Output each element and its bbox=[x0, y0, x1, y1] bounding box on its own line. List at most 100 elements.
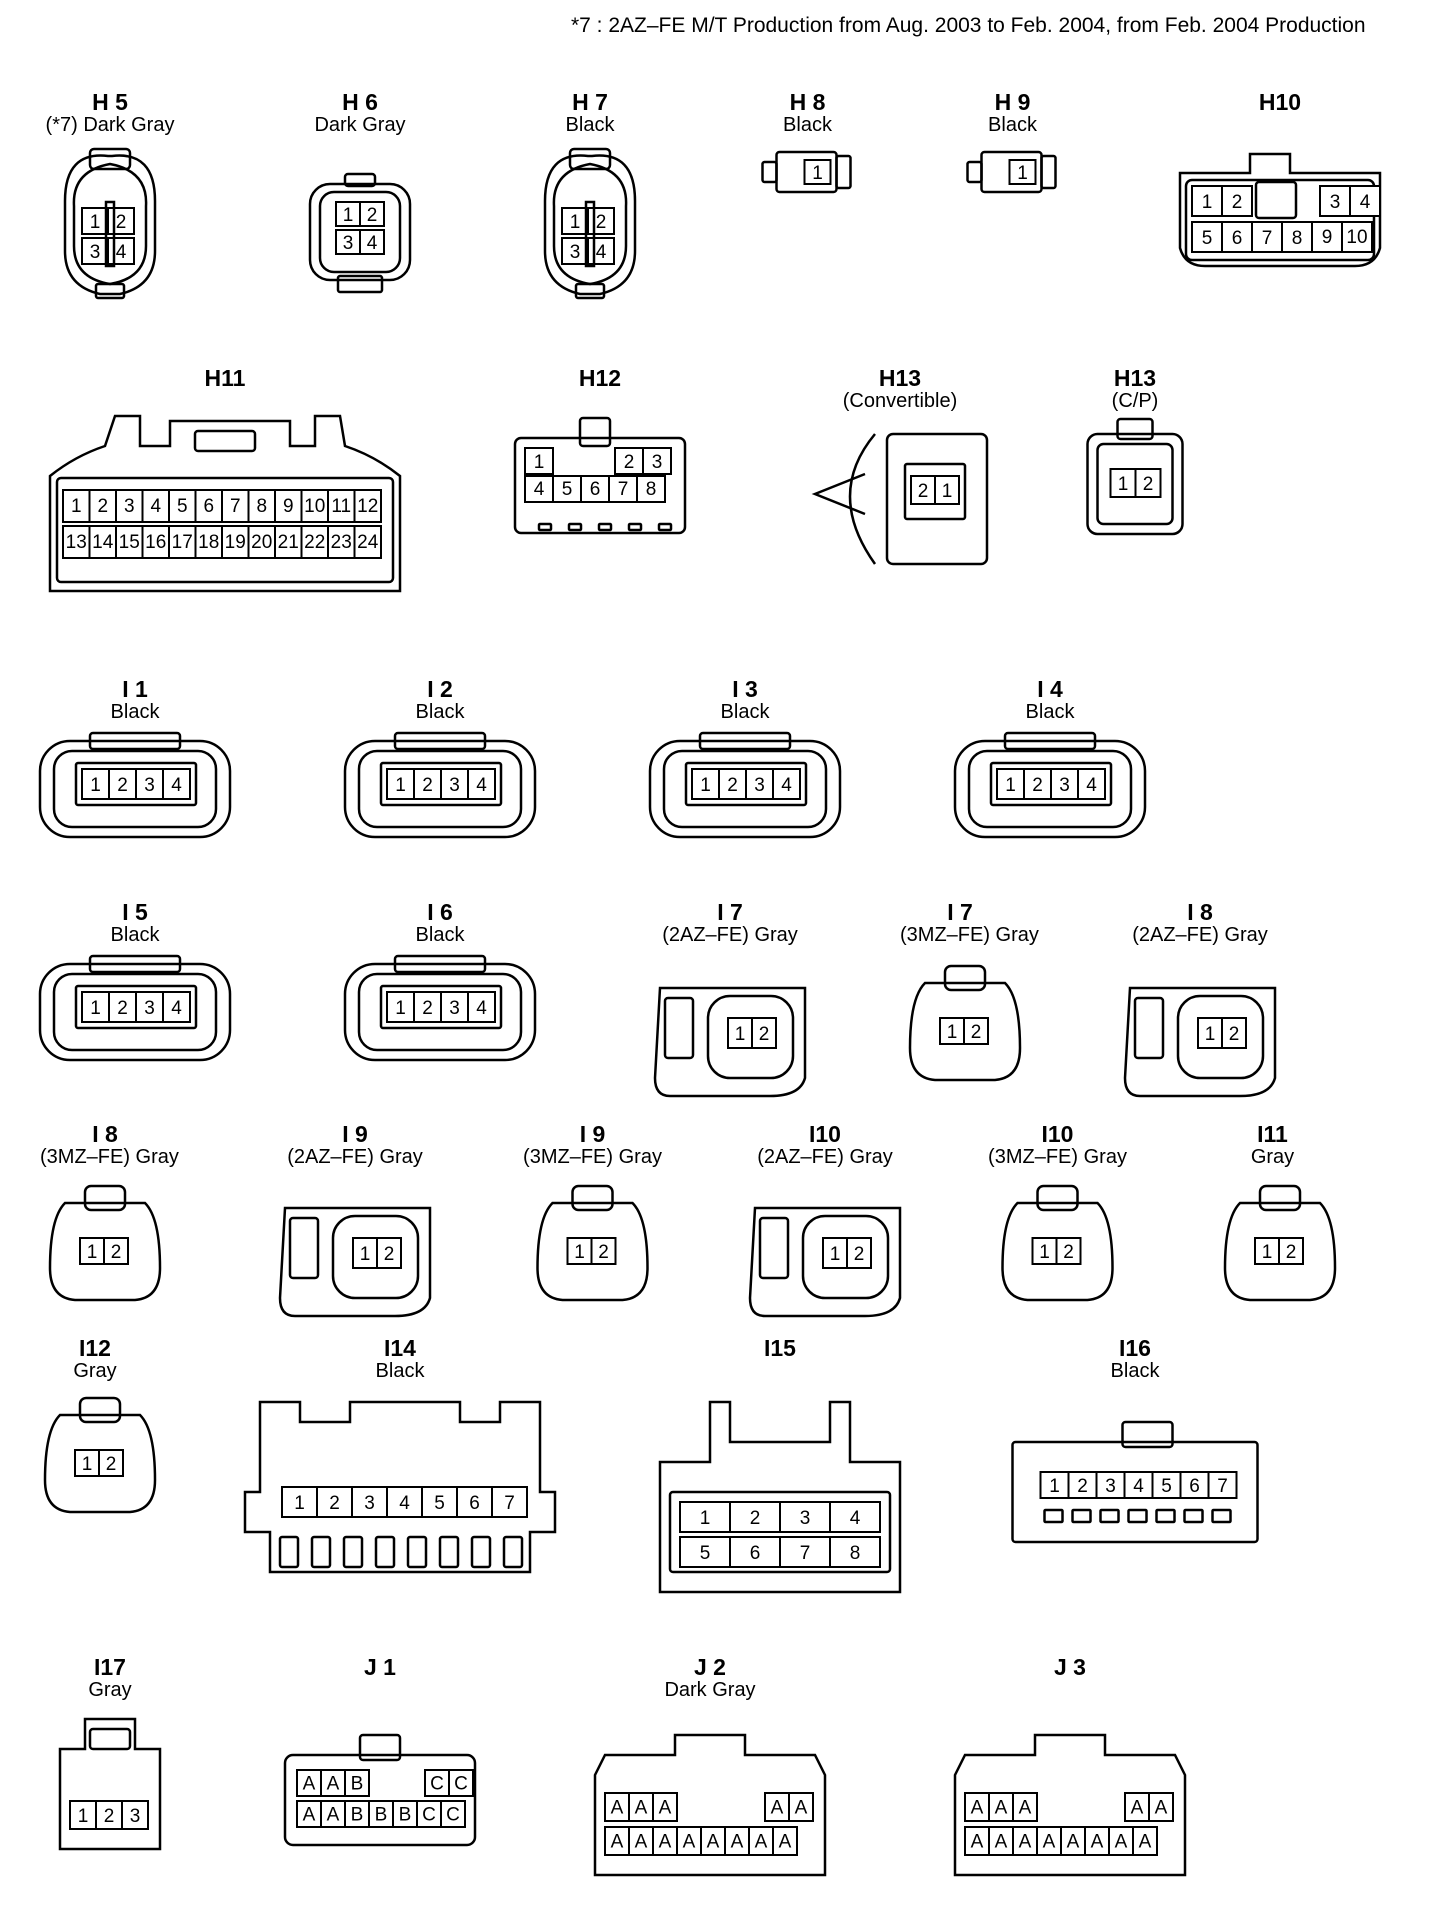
pin-number: 5 bbox=[562, 479, 573, 500]
pin-number: 3 bbox=[144, 775, 155, 796]
pin-number: A bbox=[327, 1773, 340, 1794]
pin-number: 3 bbox=[343, 233, 354, 254]
pin-cell bbox=[103, 1237, 129, 1265]
pin-number: 5 bbox=[1161, 1476, 1172, 1497]
pin-number: 3 bbox=[1059, 775, 1070, 796]
connector-id: I 9 bbox=[579, 1121, 606, 1147]
pin-number: 4 bbox=[476, 775, 487, 796]
connector-description: Black bbox=[1025, 701, 1075, 723]
pin-number: 1 bbox=[947, 1022, 958, 1043]
connector-label: H12 bbox=[510, 366, 690, 390]
pin-cell bbox=[300, 525, 329, 559]
pin-cell bbox=[95, 1800, 123, 1830]
pin-cell bbox=[1077, 768, 1106, 800]
pin-number: 19 bbox=[225, 532, 246, 553]
pin-cell bbox=[934, 475, 960, 505]
pin-cell bbox=[590, 1237, 617, 1265]
pin-number: 4 bbox=[171, 775, 182, 796]
pin-number: 2 bbox=[759, 1024, 770, 1045]
pin-cell bbox=[608, 475, 638, 503]
pin-number: 7 bbox=[1262, 228, 1273, 249]
pin-number: 4 bbox=[781, 775, 792, 796]
pin-number: 6 bbox=[590, 479, 601, 500]
production-footnote: *7 : 2AZ–FE M/T Production from Aug. 200… bbox=[571, 14, 1366, 37]
connector-id: H12 bbox=[578, 365, 622, 391]
connector-description: Gray bbox=[88, 1679, 132, 1701]
pin-cell bbox=[352, 1237, 378, 1269]
pin-number: 1 bbox=[360, 1244, 371, 1265]
connector-id: I 8 bbox=[1187, 899, 1213, 925]
connector-id: I12 bbox=[79, 1335, 111, 1361]
pin-cell bbox=[368, 1800, 394, 1828]
pin-number: 1 bbox=[1202, 192, 1213, 213]
pin-number: 3 bbox=[570, 242, 581, 263]
pin-number: A bbox=[1131, 1797, 1144, 1818]
connector-id: H 7 bbox=[572, 89, 608, 115]
connector-description: (2AZ–FE) Gray bbox=[757, 1146, 893, 1168]
pin-number: 2 bbox=[918, 481, 929, 502]
pin-number: 3 bbox=[449, 998, 460, 1019]
connector-label: I 9(2AZ–FE) Gray bbox=[275, 1122, 435, 1169]
pin-cell bbox=[81, 237, 109, 265]
pin-cell bbox=[413, 991, 442, 1023]
pin-number: A bbox=[771, 1797, 784, 1818]
pin-number: A bbox=[779, 1831, 792, 1852]
pin-number: 7 bbox=[1217, 1476, 1228, 1497]
pin-number: 6 bbox=[1232, 228, 1243, 249]
pin-cell bbox=[1123, 1471, 1154, 1499]
connector-description: Black bbox=[1110, 1360, 1160, 1382]
connector-description: (Convertible) bbox=[842, 390, 958, 412]
pin-number: 1 bbox=[82, 1454, 93, 1475]
pin-cell bbox=[803, 159, 832, 185]
pin-number: 1 bbox=[1005, 775, 1016, 796]
pin-number: 1 bbox=[700, 1508, 711, 1529]
pin-cell bbox=[168, 489, 197, 523]
connector-label: I10(3MZ–FE) Gray bbox=[985, 1122, 1130, 1169]
connector-id: I11 bbox=[1257, 1121, 1288, 1147]
connector-id: I 7 bbox=[717, 899, 743, 925]
pin-number: 7 bbox=[618, 479, 629, 500]
pin-cell bbox=[467, 768, 496, 800]
pin-cell bbox=[1055, 1237, 1082, 1265]
pin-number: A bbox=[1115, 1831, 1128, 1852]
connector-label: I 8(2AZ–FE) Gray bbox=[1120, 900, 1280, 947]
pin-number: 1 bbox=[574, 1242, 585, 1263]
pin-number: 2 bbox=[111, 1242, 122, 1263]
pin-number: 3 bbox=[364, 1493, 375, 1514]
pin-number: 12 bbox=[357, 496, 378, 517]
pin-cell bbox=[772, 768, 801, 800]
pin-number: 5 bbox=[177, 496, 188, 517]
pin-cell bbox=[614, 447, 644, 475]
pin-number: 1 bbox=[87, 1242, 98, 1263]
pin-cell bbox=[1008, 159, 1037, 185]
pin-cell bbox=[636, 475, 666, 503]
pin-cell bbox=[1134, 468, 1162, 498]
pin-cell bbox=[1124, 1792, 1150, 1822]
pin-number: 2 bbox=[117, 998, 128, 1019]
pin-number: 6 bbox=[750, 1543, 761, 1564]
pin-number: A bbox=[1139, 1831, 1152, 1852]
pin-number: 8 bbox=[256, 496, 267, 517]
pin-cell bbox=[727, 1017, 753, 1049]
pin-number: A bbox=[995, 1831, 1008, 1852]
pin-cell bbox=[424, 1769, 450, 1797]
pin-number: 4 bbox=[367, 233, 378, 254]
pin-number: 20 bbox=[251, 532, 272, 553]
pin-number: 1 bbox=[395, 775, 406, 796]
pin-cell bbox=[107, 237, 135, 265]
pin-cell bbox=[724, 1826, 750, 1856]
